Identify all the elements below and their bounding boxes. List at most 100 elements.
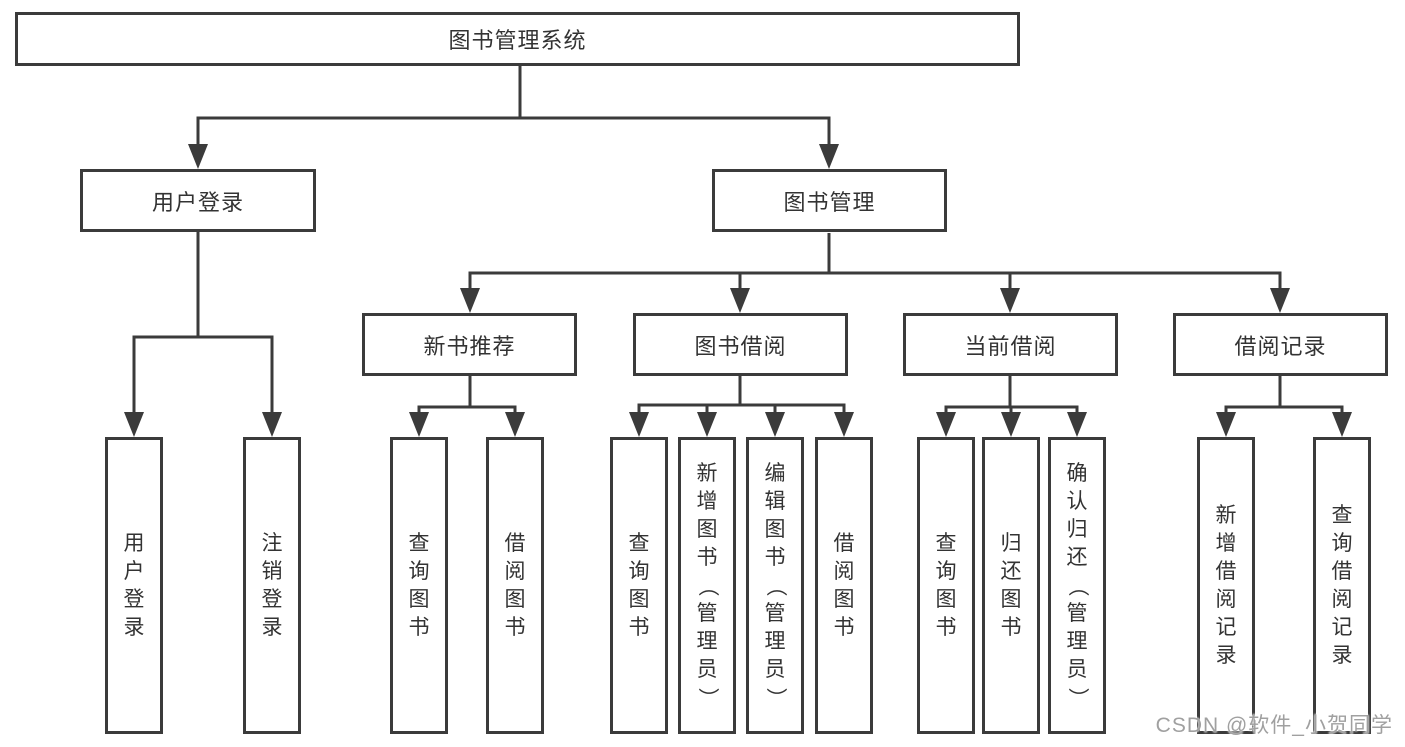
vertical-label-char: 图 [408, 587, 430, 611]
node-borrow-record: 借阅记录 [1173, 313, 1388, 376]
vertical-label-char: 录 [1331, 643, 1353, 667]
connector-level3-elbow [468, 271, 1282, 292]
vertical-label-char: 图 [504, 587, 526, 611]
connector-recommend-elbow [417, 405, 517, 416]
connector-login-elbow [132, 335, 274, 416]
vertical-label-char: 图 [696, 517, 718, 541]
node-user-login: 用户登录 [80, 169, 316, 232]
vertical-label-char: 阅 [1215, 587, 1237, 611]
vertical-label-char: 新 [1215, 503, 1237, 527]
vertical-label-char: 阅 [504, 559, 526, 583]
vertical-label-char: 查 [935, 531, 957, 555]
vertical-label-char: 增 [696, 489, 718, 513]
leaf-recommend-query-books: 查询图书 [390, 437, 448, 734]
connector-borrow-shafts [705, 405, 777, 416]
vertical-label-char: 借 [1331, 559, 1353, 583]
vertical-label-char: 用 [123, 531, 145, 555]
vertical-label-char: （ [764, 575, 787, 596]
leaf-borrow-query-books: 查询图书 [610, 437, 668, 734]
leaf-add-borrow-record: 新增借阅记录 [1197, 437, 1255, 734]
vertical-label-char: 确 [1066, 461, 1088, 485]
connector-record-elbow [1224, 405, 1344, 416]
vertical-label-char: 书 [935, 615, 957, 639]
node-book-management: 图书管理 [712, 169, 947, 232]
leaf-query-borrow-record: 查询借阅记录 [1313, 437, 1371, 734]
vertical-label-char: 借 [833, 531, 855, 555]
vertical-label-char: 书 [628, 615, 650, 639]
vertical-label-char: 记 [1215, 615, 1237, 639]
vertical-label-char: ） [764, 687, 787, 708]
vertical-label-char: 书 [504, 615, 526, 639]
vertical-label-char: 记 [1331, 615, 1353, 639]
vertical-label-char: ） [696, 687, 719, 708]
vertical-label-char: 辑 [764, 489, 786, 513]
vertical-label-char: 询 [1331, 531, 1353, 555]
vertical-label-char: 书 [1000, 615, 1022, 639]
leaf-confirm-return-admin: 确认归还 （ 管理员 ） [1048, 437, 1106, 734]
vertical-label-char: 新 [696, 461, 718, 485]
node-new-book-recommend: 新书推荐 [362, 313, 577, 376]
node-root-label: 图书管理系统 [448, 28, 587, 53]
csdn-watermark: CSDN @软件_小贺同学 [1155, 714, 1393, 737]
vertical-label-char: 登 [123, 587, 145, 611]
node-new-book-recommend-label: 新书推荐 [423, 333, 516, 359]
arrowheads [124, 144, 1352, 437]
vertical-label-char: 归 [1000, 531, 1022, 555]
vertical-label-char: 理 [696, 629, 718, 653]
vertical-label-char: 理 [764, 629, 786, 653]
vertical-label-char: 书 [408, 615, 430, 639]
vertical-label-char: 图 [935, 587, 957, 611]
vertical-label-char: 借 [1215, 559, 1237, 583]
vertical-label-char: 员 [1066, 657, 1088, 681]
node-book-borrow-label: 图书借阅 [694, 333, 787, 359]
leaf-borrow-books: 借阅图书 [815, 437, 873, 734]
vertical-label-char: 查 [408, 531, 430, 555]
node-user-login-label: 用户登录 [151, 189, 244, 215]
vertical-label-char: 图 [833, 587, 855, 611]
vertical-label-char: 书 [696, 545, 718, 569]
vertical-label-char: 图 [1000, 587, 1022, 611]
vertical-label-char: 理 [1066, 629, 1088, 653]
vertical-label-char: 阅 [833, 559, 855, 583]
vertical-label-char: 登 [261, 587, 283, 611]
vertical-label-char: 录 [261, 615, 283, 639]
vertical-label-char: 查 [628, 531, 650, 555]
vertical-label-char: 询 [935, 559, 957, 583]
vertical-label-char: 归 [1066, 517, 1088, 541]
leaf-logout: 注销登录 [243, 437, 301, 734]
vertical-label-char: 图 [628, 587, 650, 611]
vertical-label-char: 书 [833, 615, 855, 639]
leaf-current-query-books: 查询图书 [917, 437, 975, 734]
vertical-label-char: 借 [504, 531, 526, 555]
vertical-label-char: 户 [123, 559, 145, 583]
vertical-label-char: 管 [764, 601, 786, 625]
connector-level3-shafts [738, 273, 1012, 292]
connector-level2-elbow [196, 116, 831, 148]
node-current-borrow: 当前借阅 [903, 313, 1118, 376]
vertical-label-char: 认 [1066, 489, 1088, 513]
vertical-label-char: 询 [408, 559, 430, 583]
leaf-user-login: 用户登录 [105, 437, 163, 734]
node-book-borrow: 图书借阅 [633, 313, 848, 376]
vertical-label-char: 还 [1066, 545, 1088, 569]
vertical-label-char: 图 [764, 517, 786, 541]
vertical-label-char: （ [1066, 575, 1089, 596]
vertical-label-char: 增 [1215, 531, 1237, 555]
vertical-label-char: 录 [1215, 643, 1237, 667]
connector-borrow-elbow [637, 403, 846, 416]
vertical-label-char: 阅 [1331, 587, 1353, 611]
leaf-recommend-borrow-books: 借阅图书 [486, 437, 544, 734]
vertical-label-char: 管 [696, 601, 718, 625]
vertical-label-char: 录 [123, 615, 145, 639]
node-borrow-record-label: 借阅记录 [1234, 333, 1327, 359]
vertical-label-char: 查 [1331, 503, 1353, 527]
leaf-edit-books-admin: 编辑图书（管理员） [746, 437, 804, 734]
leaf-add-books-admin: 新增图书（管理员） [678, 437, 736, 734]
vertical-label-char: 管 [1066, 601, 1088, 625]
vertical-label-char: ） [1066, 687, 1089, 708]
vertical-label-char: 员 [764, 657, 786, 681]
vertical-label-char: （ [696, 575, 719, 596]
vertical-label-char: 询 [628, 559, 650, 583]
vertical-label-char: 编 [764, 461, 786, 485]
